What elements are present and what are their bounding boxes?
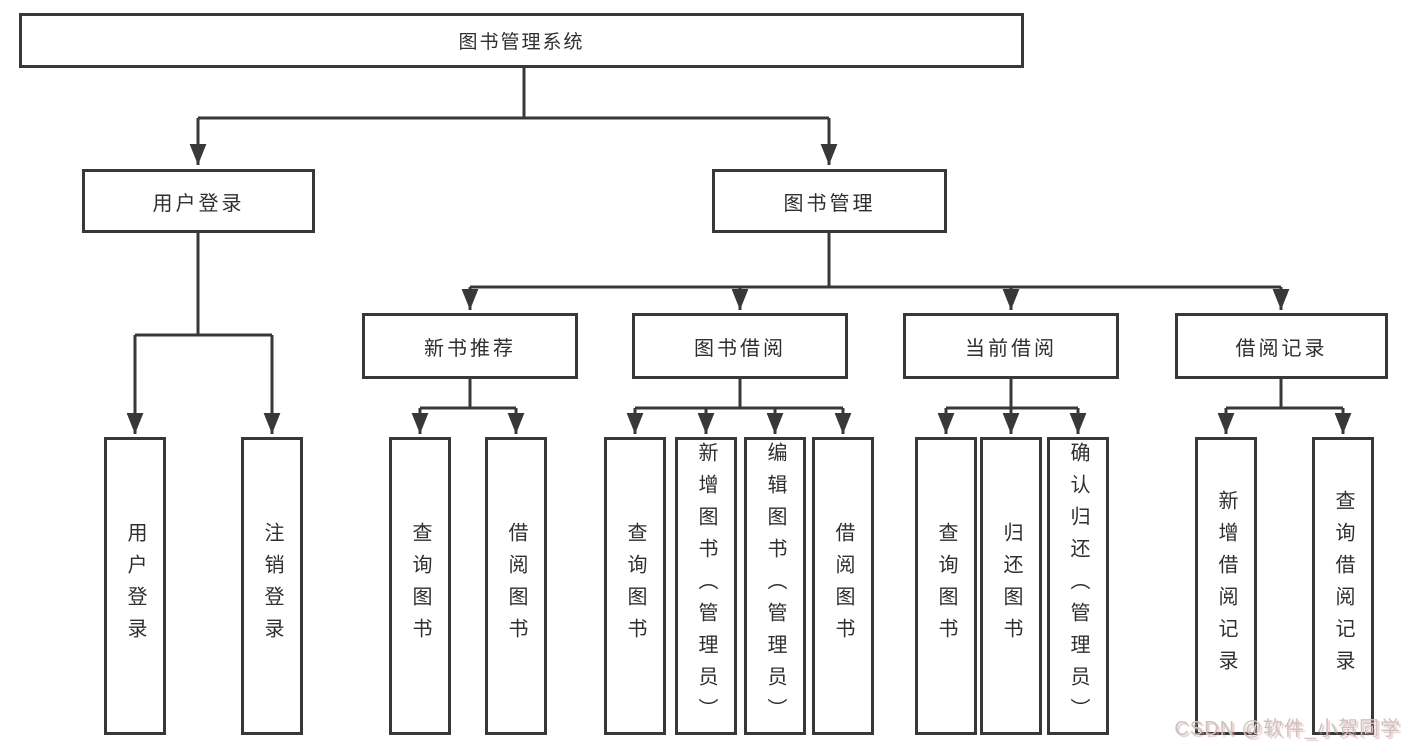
leaf-borrow-books: 借阅图书 — [812, 437, 874, 735]
node-root-label: 图书管理系统 — [458, 32, 585, 53]
node-borrow-records: 借阅记录 — [1175, 313, 1388, 379]
leaf-edit-books-admin: 编辑图书（管理员） — [744, 437, 806, 735]
leaf-return-books: 归还图书 — [980, 437, 1042, 735]
node-current-borrow: 当前借阅 — [903, 313, 1119, 379]
leaf-recommend-borrow-books-label: 借阅图书 — [505, 522, 527, 650]
leaf-borrow-books-label: 借阅图书 — [832, 522, 854, 650]
leaf-recommend-borrow-books: 借阅图书 — [485, 437, 547, 735]
leaf-recommend-query-books-label: 查询图书 — [409, 522, 431, 650]
csdn-watermark: CSDN @软件_小贺同学 — [1174, 718, 1401, 740]
leaf-add-borrow-record-label: 新增借阅记录 — [1215, 490, 1237, 682]
node-root: 图书管理系统 — [19, 13, 1024, 68]
node-new-book-recommend: 新书推荐 — [362, 313, 578, 379]
node-book-borrow-label: 图书借阅 — [694, 337, 786, 360]
node-book-borrow: 图书借阅 — [632, 313, 848, 379]
leaf-user-login-label: 用户登录 — [124, 522, 146, 650]
leaf-confirm-return-admin: 确认归还（管理员） — [1047, 437, 1109, 735]
node-user-login-label: 用户登录 — [152, 192, 245, 215]
node-user-login: 用户登录 — [82, 169, 315, 233]
node-book-management-label: 图书管理 — [783, 192, 876, 215]
node-borrow-records-label: 借阅记录 — [1235, 337, 1328, 360]
node-current-borrow-label: 当前借阅 — [965, 337, 1057, 360]
leaf-return-books-label: 归还图书 — [1000, 522, 1022, 650]
leaf-current-query-books: 查询图书 — [915, 437, 977, 735]
leaf-current-query-books-label: 查询图书 — [935, 522, 957, 650]
leaf-borrow-query-books-label: 查询图书 — [624, 522, 646, 650]
leaf-logout-label: 注销登录 — [261, 522, 283, 650]
node-book-management: 图书管理 — [712, 169, 947, 233]
leaf-user-login: 用户登录 — [104, 437, 166, 735]
leaf-logout: 注销登录 — [241, 437, 303, 735]
leaf-borrow-query-books: 查询图书 — [604, 437, 666, 735]
leaf-add-books-admin: 新增图书（管理员） — [675, 437, 737, 735]
leaf-recommend-query-books: 查询图书 — [389, 437, 451, 735]
leaf-add-books-admin-label: 新增图书（管理员） — [695, 442, 717, 730]
leaf-edit-books-admin-label: 编辑图书（管理员） — [764, 442, 786, 730]
leaf-add-borrow-record: 新增借阅记录 — [1195, 437, 1257, 735]
leaf-query-borrow-record: 查询借阅记录 — [1312, 437, 1374, 735]
node-new-book-recommend-label: 新书推荐 — [424, 337, 516, 360]
leaf-confirm-return-admin-label: 确认归还（管理员） — [1067, 442, 1089, 730]
leaf-query-borrow-record-label: 查询借阅记录 — [1332, 490, 1354, 682]
